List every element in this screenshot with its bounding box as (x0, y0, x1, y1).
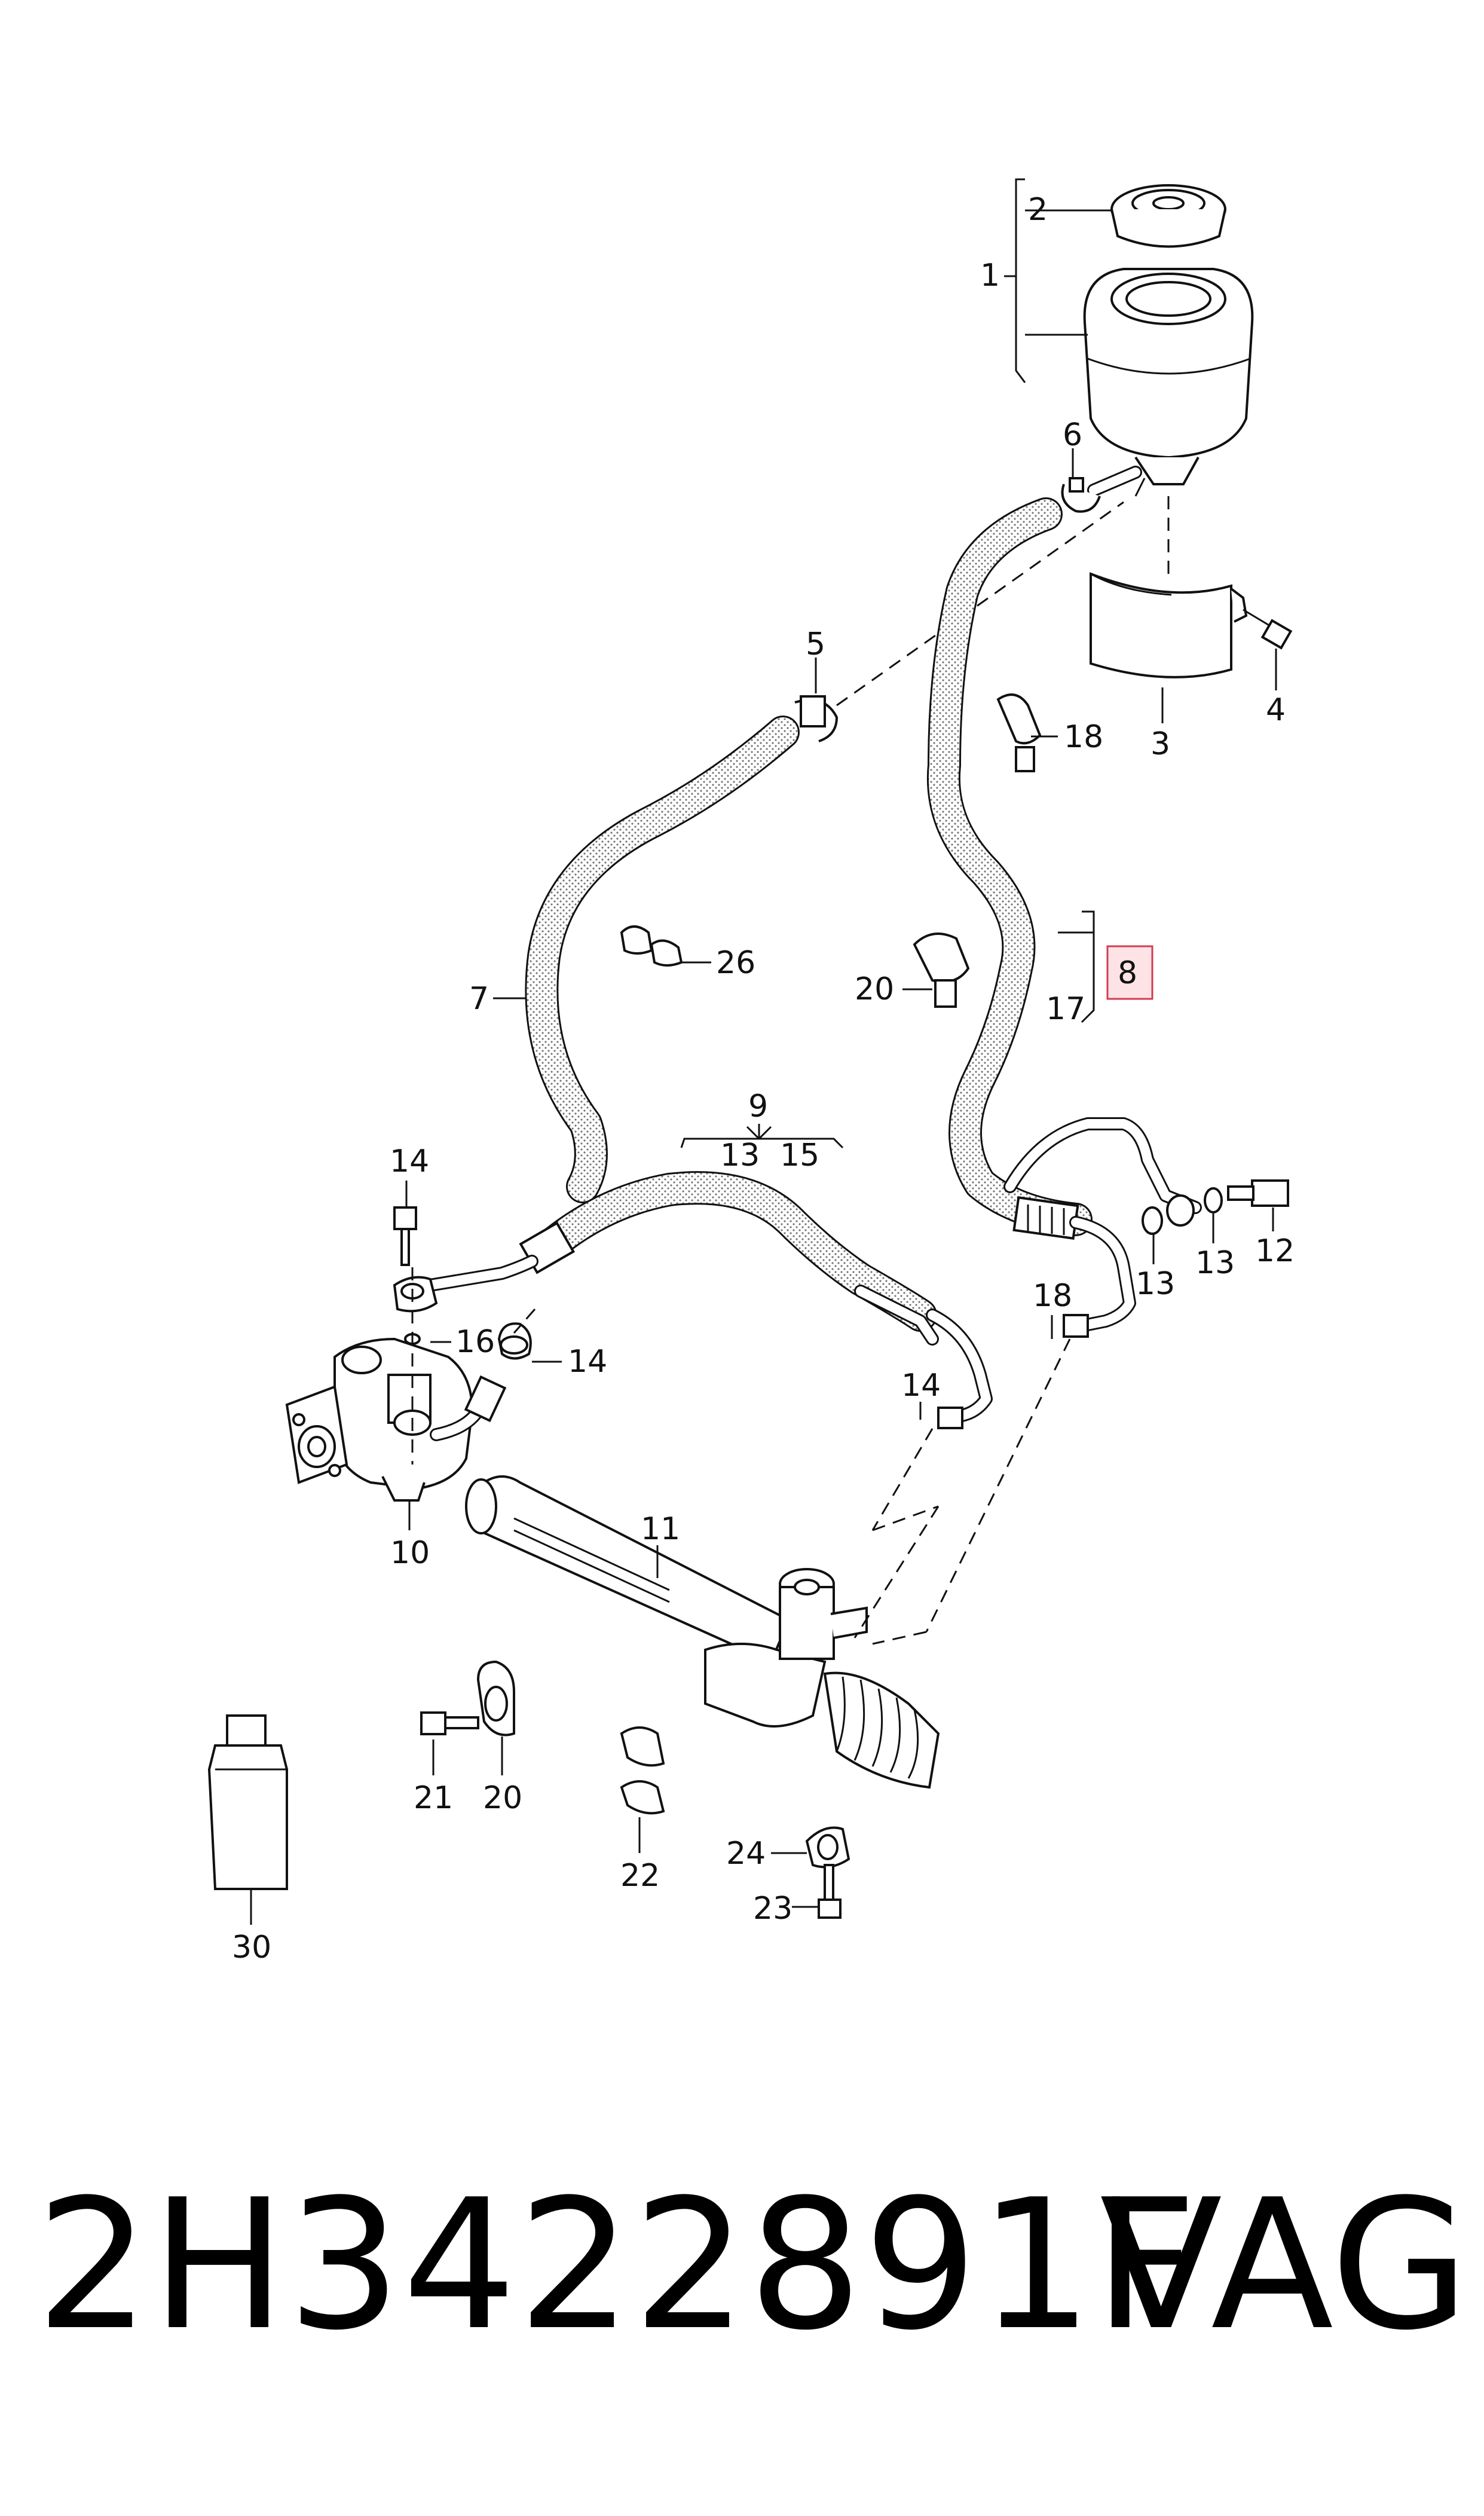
callout-26[interactable]: 26 (716, 945, 755, 981)
return-hose-leader (836, 501, 1124, 707)
rack-boot (823, 1671, 940, 1789)
callout-23[interactable]: 22 (620, 1858, 660, 1894)
highlighted-callout-box (1106, 945, 1153, 1000)
callout-18-lower[interactable]: 18 (1033, 1278, 1072, 1314)
callout-leaders (250, 178, 1277, 1925)
pressure-hose-fitting (1012, 1196, 1079, 1240)
callout-6[interactable]: 6 (1063, 417, 1082, 453)
callout-20-upper[interactable]: 18 (1064, 719, 1103, 755)
callout-24[interactable]: 23 (753, 1891, 793, 1927)
banjo-union (1166, 1194, 1195, 1227)
callout-13-left[interactable]: 13 (1136, 1266, 1175, 1302)
clamp-25 (805, 1826, 850, 1869)
callout-17-upper[interactable]: 15 (780, 1138, 819, 1173)
part-number: 2H3422891F (36, 2161, 1199, 2370)
steering-rack (465, 1475, 940, 1789)
hose-clip-20-lower (913, 933, 970, 1008)
reservoir-hose-clamp (1061, 477, 1101, 513)
pressure-line (519, 1171, 993, 1429)
hose-clip-20-upper (996, 693, 1042, 772)
rack-leader-14c (853, 1506, 940, 1638)
rack-leader-14b (872, 1505, 939, 1531)
rack-leader-18b (872, 1631, 927, 1645)
fluid-bottle-30 (207, 1714, 288, 1890)
bolt-22 (420, 1711, 479, 1735)
clip-23 (620, 1726, 665, 1815)
seal-ring-13 (1142, 1187, 1223, 1235)
callout-7[interactable]: 7 (469, 981, 489, 1017)
power-steering-pump (285, 1337, 507, 1502)
rack-leader-18 (925, 1338, 1071, 1633)
pressure-hose (926, 497, 1093, 1236)
power-steering-parts-diagram: 2 1 6 3 4 5 18 7 26 20 8 17 9 13 15 14 1… (207, 178, 1295, 1965)
callout-11[interactable]: 11 (641, 1511, 680, 1547)
bracket-bolt (1243, 609, 1293, 650)
reservoir-tank (1083, 268, 1254, 497)
callout-16[interactable]: 14 (568, 1344, 607, 1380)
callout-14-lower[interactable]: 14 (901, 1368, 941, 1404)
callout-20-lower[interactable]: 20 (855, 971, 894, 1007)
callout-21[interactable]: 20 (483, 1780, 522, 1816)
hose-clip-26 (620, 925, 683, 967)
callout-5[interactable]: 5 (806, 626, 825, 662)
callout-14-upper[interactable]: 13 (720, 1138, 760, 1173)
callout-17-lower[interactable]: 16 (455, 1324, 495, 1360)
callout-8[interactable]: 8 (1118, 955, 1137, 991)
callout-12[interactable]: 12 (1255, 1233, 1295, 1269)
callout-18-upper[interactable]: 17 (1046, 991, 1085, 1027)
banjo-bolt (1227, 1179, 1289, 1207)
callout-15[interactable]: 14 (390, 1144, 429, 1179)
callout-25[interactable]: 24 (726, 1836, 766, 1872)
callout-22[interactable]: 21 (414, 1780, 453, 1816)
clamp-16-leader (513, 1309, 536, 1334)
pump-pipe (424, 1255, 538, 1292)
callout-3[interactable]: 3 (1151, 726, 1170, 762)
pressure-pipe-upper (1003, 1117, 1202, 1214)
callout-10[interactable]: 10 (390, 1535, 430, 1571)
callout-2[interactable]: 2 (1028, 192, 1048, 228)
clamp-21 (476, 1660, 515, 1737)
hose-clamp-16 (497, 1322, 532, 1360)
rack-leader-14 (871, 1428, 934, 1531)
bolt-24 (818, 1864, 842, 1919)
reservoir-cap (1110, 184, 1226, 248)
callout-30[interactable]: 30 (232, 1930, 271, 1965)
return-hose (525, 716, 800, 1203)
callout-13-right[interactable]: 13 (1195, 1245, 1235, 1281)
pump-bolt-15 (393, 1206, 417, 1266)
callout-9[interactable]: 9 (748, 1089, 768, 1124)
reservoir-bracket (1090, 496, 1248, 678)
pressure-pipe-lower (1063, 1216, 1136, 1338)
callout-4[interactable]: 4 (1266, 692, 1286, 728)
callout-1[interactable]: 1 (980, 258, 1000, 294)
hose-clamp-5 (794, 695, 839, 742)
brand-name: VAG (1100, 2161, 1470, 2370)
pump-fitting-17 (393, 1276, 438, 1345)
